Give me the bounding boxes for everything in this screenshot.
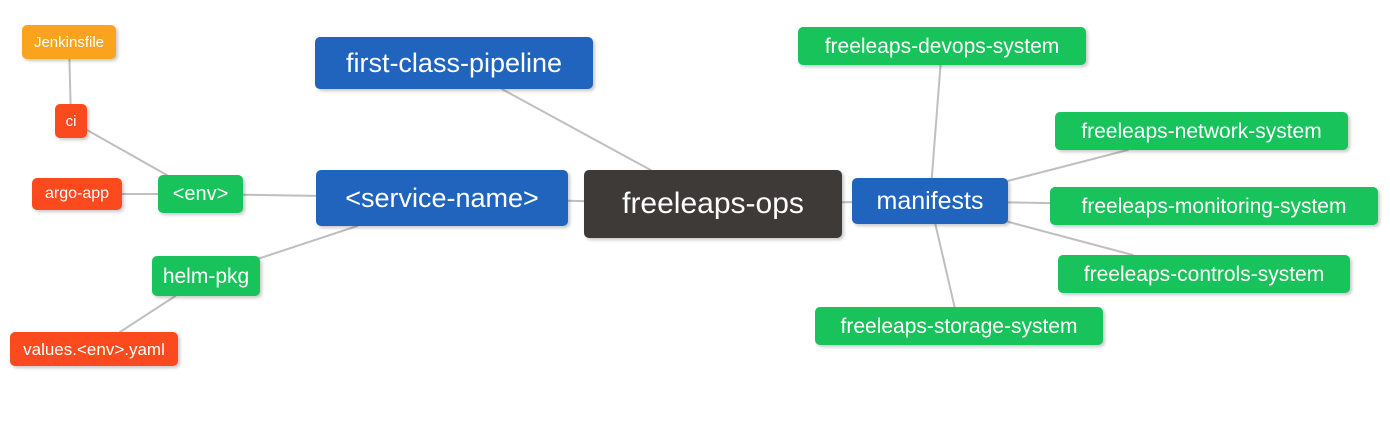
edge-manifests-to-freeleaps-network-system (1007, 149, 1129, 182)
node-values-env-yaml[interactable]: values.<env>.yaml (10, 332, 178, 366)
edge-env-to-ci (86, 129, 168, 176)
node-freeleaps-ops[interactable]: freeleaps-ops (584, 170, 842, 238)
edge-manifests-to-freeleaps-devops-system (930, 64, 942, 179)
node-jenkinsfile[interactable]: Jenkinsfile (22, 25, 116, 59)
edge-manifests-to-freeleaps-controls-system (1007, 220, 1134, 256)
node-first-class-pipeline[interactable]: first-class-pipeline (315, 37, 593, 89)
edge-ci-to-jenkinsfile (68, 58, 72, 105)
edge-helm-pkg-to-values-env-yaml (119, 295, 177, 333)
node-argo-app[interactable]: argo-app (32, 178, 122, 210)
node-freeleaps-network-system[interactable]: freeleaps-network-system (1055, 112, 1348, 150)
node-env[interactable]: <env> (158, 175, 243, 213)
node-ci[interactable]: ci (55, 104, 87, 138)
edge-service-name-to-env (242, 193, 317, 197)
node-freeleaps-storage-system[interactable]: freeleaps-storage-system (815, 307, 1103, 345)
edge-manifests-to-freeleaps-storage-system (934, 223, 956, 308)
node-helm-pkg[interactable]: helm-pkg (152, 256, 260, 296)
node-freeleaps-controls-system[interactable]: freeleaps-controls-system (1058, 255, 1350, 293)
edge-service-name-to-helm-pkg (259, 225, 359, 260)
edge-manifests-to-freeleaps-monitoring-system (1007, 201, 1051, 205)
node-manifests[interactable]: manifests (852, 178, 1008, 224)
edge-freeleaps-ops-to-first-class-pipeline (500, 88, 652, 171)
node-service-name[interactable]: <service-name> (316, 170, 568, 226)
node-freeleaps-devops-system[interactable]: freeleaps-devops-system (798, 27, 1086, 65)
node-freeleaps-monitoring-system[interactable]: freeleaps-monitoring-system (1050, 187, 1378, 225)
